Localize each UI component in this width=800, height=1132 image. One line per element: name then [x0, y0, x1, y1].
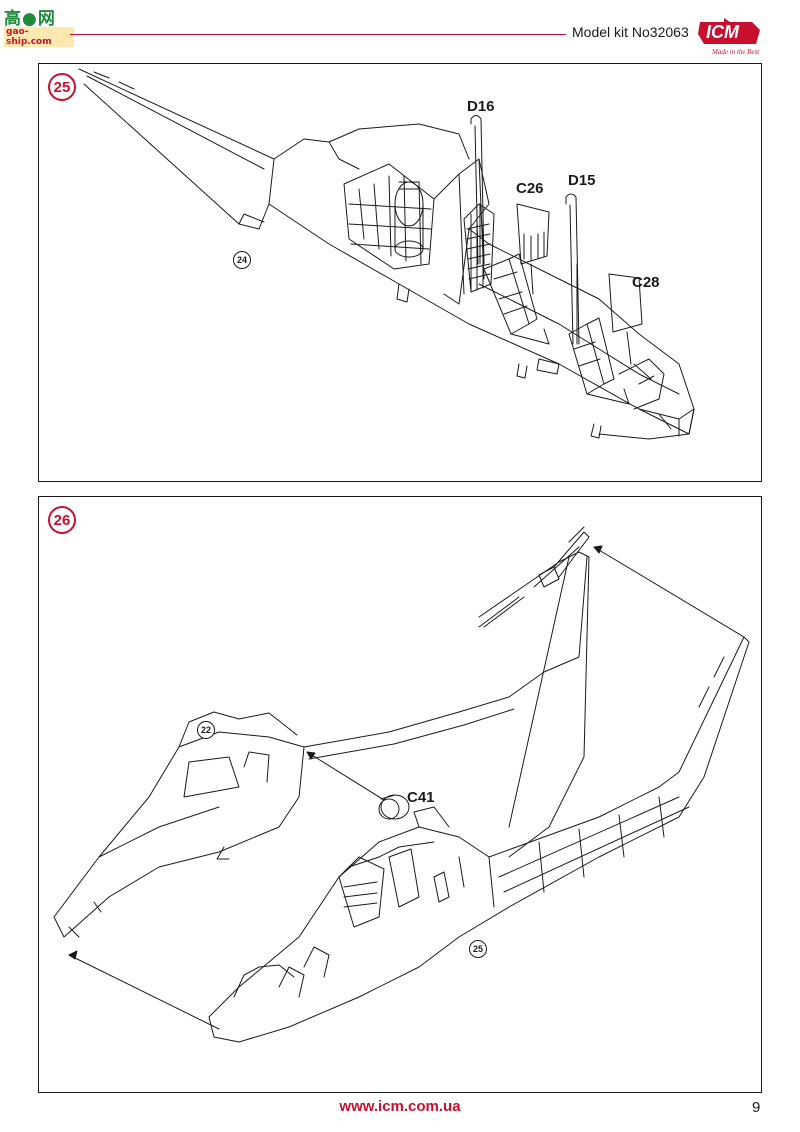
- step-26-panel: 26 C41 22 25: [38, 496, 762, 1093]
- header-rule: [70, 34, 566, 35]
- step-25-drawing: [78, 68, 695, 440]
- part-label-d15: D15: [568, 172, 596, 189]
- part-label-c26: C26: [516, 180, 544, 197]
- ref-step-25: 25: [469, 940, 487, 958]
- page-number: 9: [752, 1099, 761, 1116]
- step-25-badge: 25: [48, 73, 76, 101]
- part-label-d16: D16: [467, 98, 495, 115]
- part-label-c41: C41: [407, 789, 435, 806]
- brand-logo: ICM Made in the Best: [696, 18, 764, 58]
- brand-logo-icon: [698, 18, 760, 44]
- brand-slogan: Made in the Best: [712, 48, 760, 56]
- model-kit-number: Model kit No32063: [572, 24, 689, 40]
- watermark-sub-text: gao-ship.com: [4, 27, 74, 47]
- brand-name: ICM: [706, 22, 739, 42]
- part-label-c28: C28: [632, 274, 660, 291]
- ref-step-24: 24: [233, 251, 251, 269]
- step-25-panel: 25 D16 C26 D15 C28 24: [38, 63, 762, 482]
- watermark-logo: 高●网 gao-ship.com: [4, 4, 74, 47]
- ref-step-22: 22: [197, 721, 215, 739]
- step-26-badge: 26: [48, 506, 76, 534]
- footer-website: www.icm.com.ua: [339, 1098, 461, 1115]
- step-26-drawing: [53, 526, 750, 1043]
- watermark-main-text: 高●网: [4, 9, 56, 29]
